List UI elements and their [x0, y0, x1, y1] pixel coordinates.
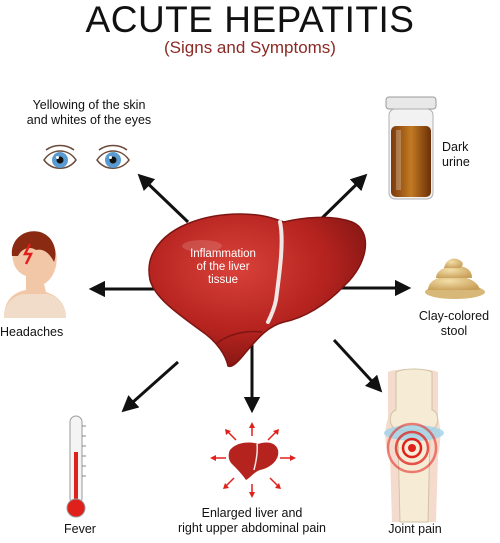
- label-enlarged-line1: Enlarged liver and: [201, 506, 303, 520]
- label-enlarged: Enlarged liver and right upper abdominal…: [152, 506, 352, 536]
- arrow-to-joint: [332, 338, 383, 393]
- arrow-to-fever: [121, 360, 179, 413]
- page-title: ACUTE HEPATITIS: [85, 0, 415, 40]
- knee-joint-icon: [384, 368, 444, 523]
- label-enlarged-line2: right upper abdominal pain: [177, 521, 327, 535]
- label-stool-line1: Clay-colored: [418, 309, 490, 323]
- label-urine: Dark urine: [442, 140, 498, 170]
- urine-sample-icon: [385, 96, 437, 200]
- center-label: Inflammation of the liver tissue: [176, 248, 270, 287]
- label-stool-line2: stool: [440, 324, 468, 338]
- label-joint: Joint pain: [374, 522, 456, 537]
- label-eyes-line1: Yellowing of the skin: [32, 98, 146, 112]
- center-label-line1: Inflammation: [190, 248, 256, 260]
- page-subtitle: (Signs and Symptoms): [164, 38, 336, 57]
- head-pain-icon: [4, 231, 66, 318]
- eyes-icon: [43, 144, 130, 169]
- label-eyes-line2: and whites of the eyes: [26, 113, 152, 127]
- small-liver-icon: [210, 422, 296, 498]
- center-label-line3: tissue: [207, 274, 239, 286]
- label-eyes: Yellowing of the skin and whites of the …: [0, 98, 178, 128]
- label-urine-line2: urine: [442, 155, 470, 169]
- label-fever-line1: Fever: [64, 522, 96, 536]
- label-stool: Clay-colored stool: [408, 309, 500, 339]
- label-fever: Fever: [50, 522, 110, 537]
- center-label-line2: of the liver: [196, 261, 250, 273]
- label-headache-line1: Headaches: [0, 325, 64, 339]
- arrows: [88, 173, 412, 414]
- label-joint-line1: Joint pain: [388, 522, 442, 536]
- thermometer-icon: [66, 415, 86, 518]
- stool-icon: [425, 258, 485, 299]
- liver-illustration: [148, 213, 367, 368]
- label-urine-line1: Dark: [442, 140, 469, 154]
- arrow-to-urine: [316, 173, 368, 224]
- label-headache: Headaches: [0, 325, 76, 340]
- arrow-to-eyes: [137, 173, 190, 224]
